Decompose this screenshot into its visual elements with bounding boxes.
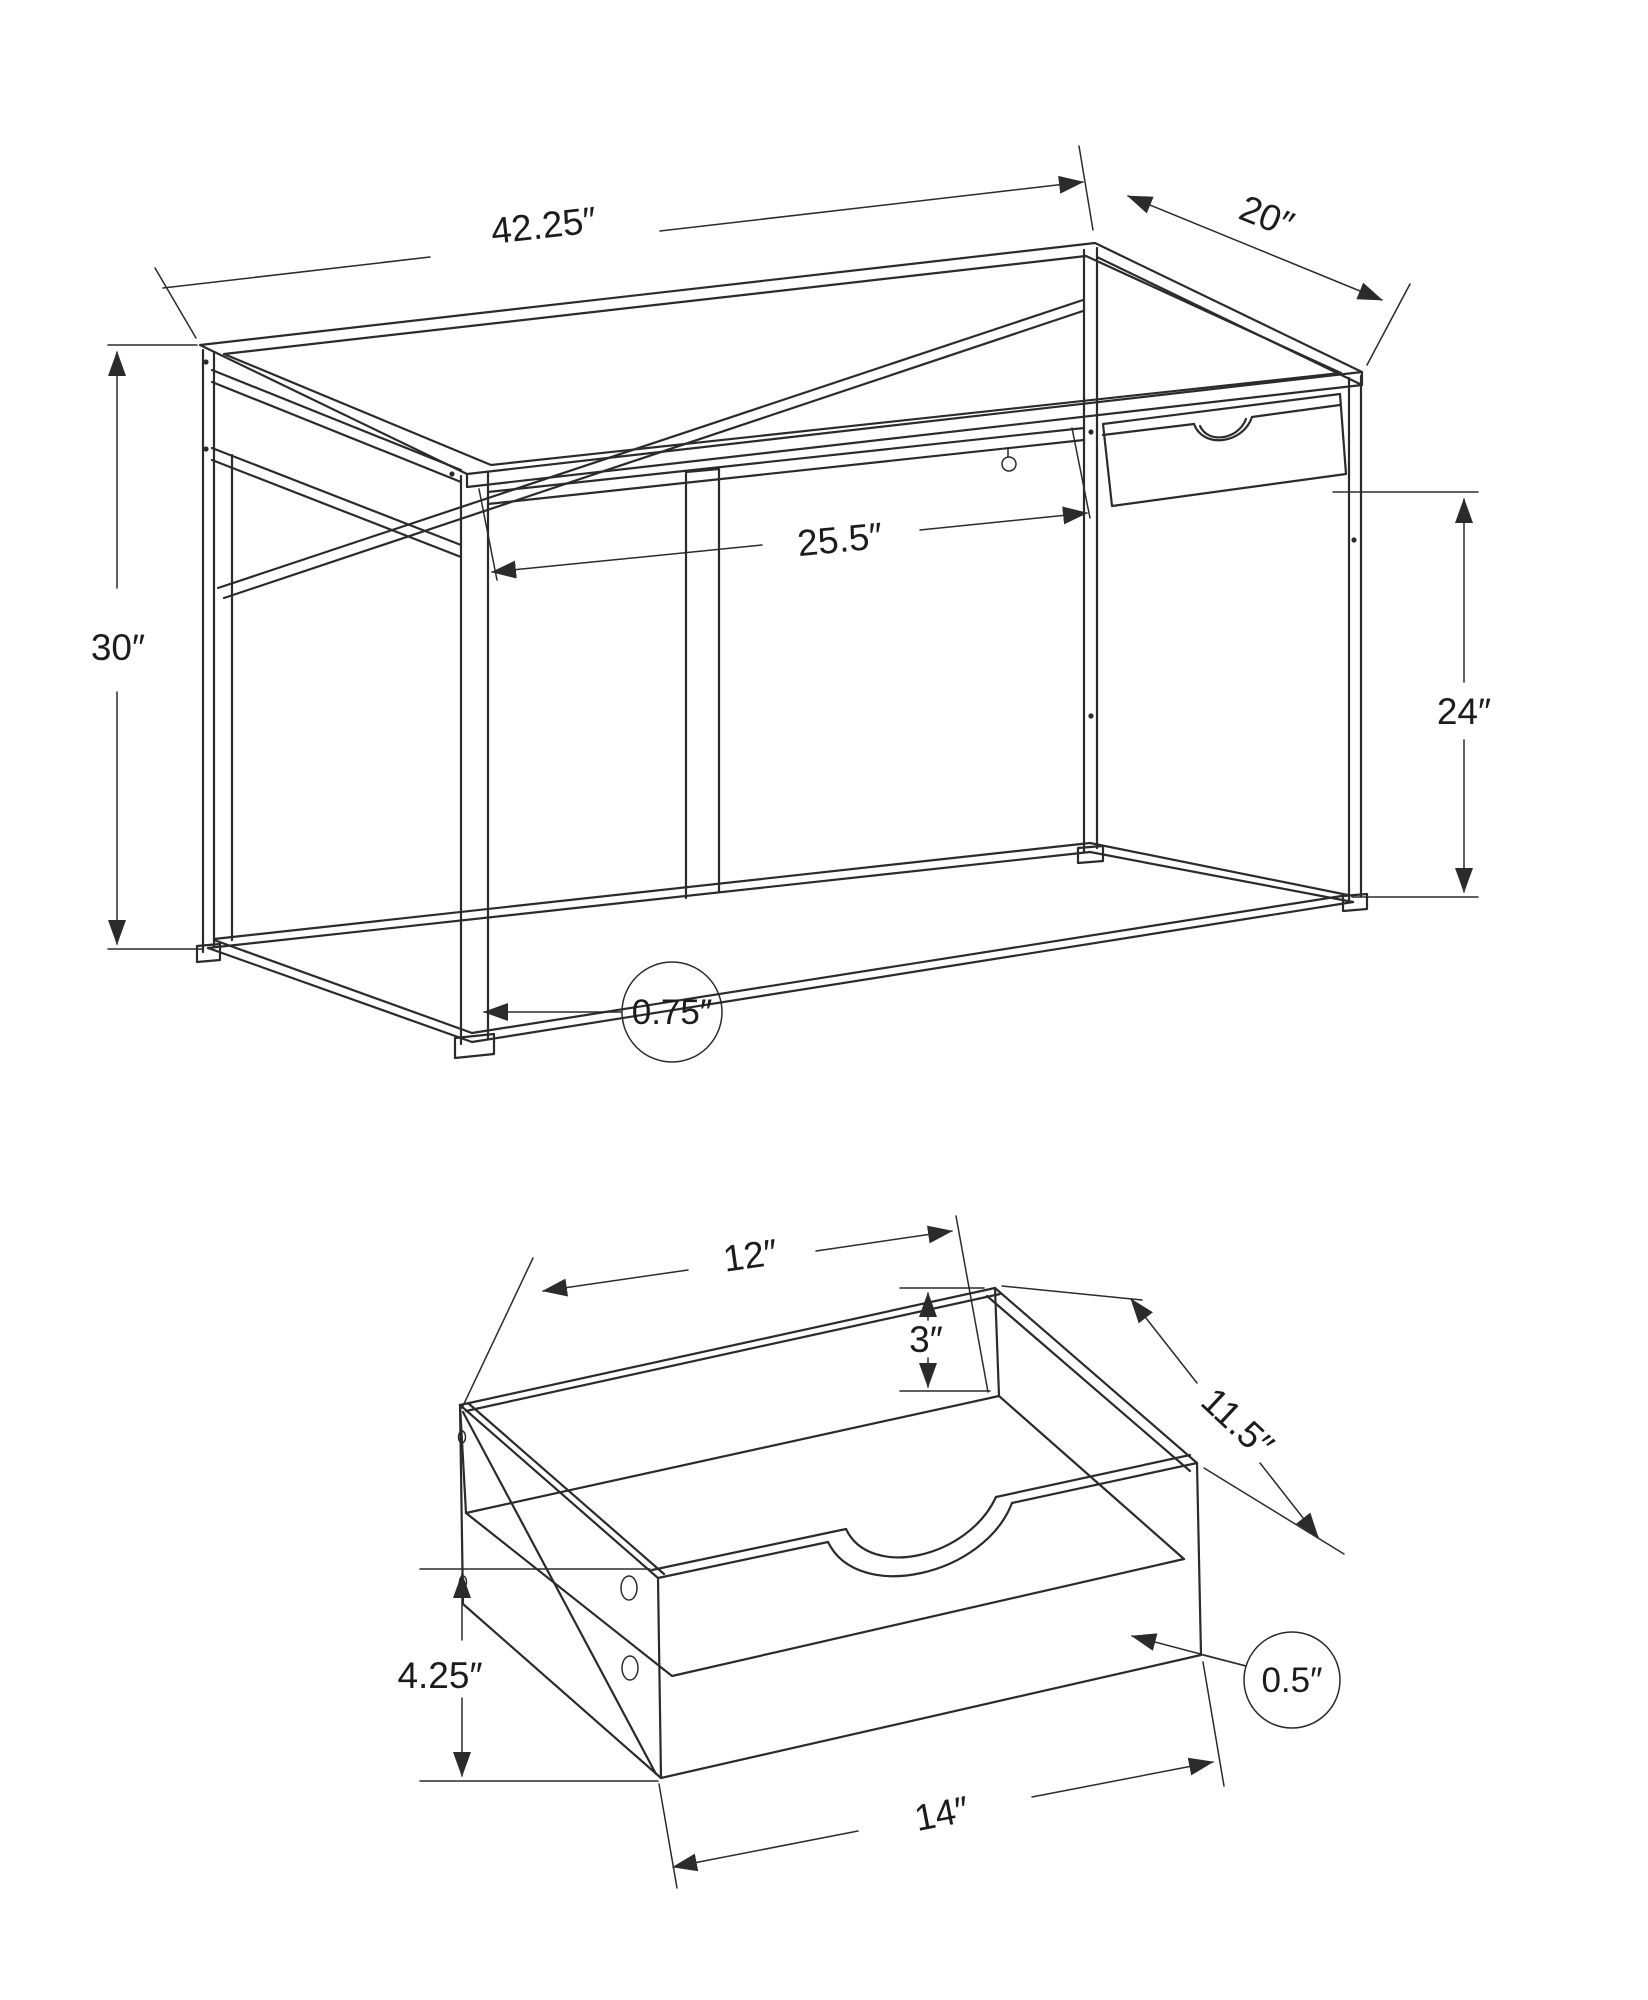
drawer-drawing (457, 1286, 1203, 1780)
desk-leg-front-left (459, 470, 490, 1046)
extension-line (1366, 283, 1411, 366)
desk-rear-stretcher (206, 841, 1092, 950)
drawer-left-back-bottom-edges (458, 1403, 663, 1780)
dim-label-knee-space: 25.5″ (795, 515, 884, 564)
desk-dimensions: 42.25″ 20″ 30″ 25.5″ 24″ 0.75″ (91, 145, 1491, 1063)
drawer-front-top-inner (650, 1453, 1192, 1572)
dimension-line-knee-space (491, 544, 763, 579)
desk-drawing (195, 241, 1369, 1060)
desk-leg-back-right (1082, 246, 1099, 854)
screw-dot (1088, 429, 1094, 435)
desk-left-lower-rail (210, 446, 463, 559)
screw-dot (203, 446, 209, 452)
dimension-line-drawer-back-width (542, 1269, 689, 1297)
desk-front-apron (486, 426, 1086, 506)
drawer-back-bottom-edge (464, 1394, 1001, 1515)
screw-dot (203, 359, 209, 365)
dimension-line-desk-width (162, 256, 431, 289)
desk-drawer-handle-cutout (1192, 415, 1254, 442)
desk-tabletop-outer (198, 241, 1364, 476)
callout-circle-panel-thickness (1243, 1631, 1341, 1729)
desk-left-upper-rail (210, 368, 463, 484)
dim-label-desk-width: 42.25″ (489, 199, 599, 252)
dim-label-desk-height: 30″ (91, 627, 145, 668)
dim-label-desk-depth: 20″ (1234, 187, 1300, 245)
desk-center-divider (684, 467, 721, 900)
dim-label-drawer-back-height: 3″ (909, 1319, 943, 1360)
screw-dot (1088, 713, 1094, 719)
desk-leg-back-left (201, 348, 234, 954)
dim-label-drawer-side-height: 4.25″ (397, 1655, 482, 1696)
dim-label-drawer-back-width: 12″ (721, 1232, 780, 1280)
desk-left-stretcher (206, 938, 474, 1044)
desk-drawer-front (1101, 392, 1348, 508)
extension-line (658, 1783, 678, 1889)
dim-label-leg-clearance: 24″ (1437, 691, 1491, 732)
dimension-line-desk-width (659, 175, 1084, 232)
desk-leg-front-right (1347, 374, 1363, 902)
desk-diagonal-brace (216, 298, 1085, 600)
dimension-line-drawer-back-width (815, 1225, 953, 1252)
desk-right-stretcher (1088, 841, 1355, 904)
drawer-front-top-outer (656, 1461, 1199, 1580)
screw-dot (1351, 537, 1357, 543)
extension-line (1202, 1661, 1225, 1787)
dimension-line-drawer-front-width (672, 1830, 859, 1872)
desk-drawer-front-inner-edge (1101, 403, 1342, 437)
dim-label-drawer-depth: 11.5″ (1193, 1380, 1281, 1466)
drawer-right-top-edge (985, 1286, 1199, 1473)
screw-hole (457, 1430, 467, 1444)
dimension-line-drawer-depth (1259, 1462, 1319, 1538)
dimension-line-desk-depth (1127, 195, 1383, 301)
drawer-left-diagonal-edge (461, 1410, 658, 1776)
desk-leg-back-left-foot (195, 942, 222, 964)
drawer-left-top-edge (458, 1401, 666, 1580)
extension-line (955, 1215, 989, 1393)
drawer-handle-cutout (826, 1495, 1014, 1578)
screw-hole (620, 1575, 638, 1601)
drawer-front-face (656, 1461, 1203, 1780)
drawer-floor (464, 1511, 1186, 1678)
extension-line (1078, 145, 1094, 231)
desk-front-stretcher (470, 893, 1355, 1044)
drawer-back-top-edge (458, 1286, 1002, 1413)
dimension-line-drawer-depth (1130, 1298, 1198, 1384)
screw-hole (621, 1655, 639, 1681)
extension-line (1203, 1467, 1345, 1555)
drawer-right-inner-bottom (997, 1394, 1186, 1561)
desk-leg-front-left-foot (453, 1032, 496, 1060)
desk-tabletop-thickness (465, 255, 1364, 489)
screw-dot (449, 471, 455, 477)
extension-line (461, 1257, 534, 1409)
dim-label-drawer-front-width: 14″ (911, 1788, 972, 1839)
dimension-line-drawer-front-width (1031, 1757, 1214, 1798)
callout-leader-line (1202, 1654, 1247, 1667)
screw-detail-icon (1001, 456, 1017, 472)
extension-line (154, 267, 197, 339)
dimension-line-knee-space (919, 506, 1088, 531)
dim-label-frame-thickness: 0.75″ (632, 993, 713, 1032)
desk-leg-back-right-foot (1076, 844, 1105, 865)
desk-tabletop-inner-frame (222, 254, 1343, 467)
extension-line (1071, 427, 1091, 519)
dim-label-panel-thickness: 0.5″ (1261, 1661, 1322, 1700)
extension-line (1001, 1285, 1143, 1301)
desk-leg-front-right-foot (1341, 892, 1369, 913)
